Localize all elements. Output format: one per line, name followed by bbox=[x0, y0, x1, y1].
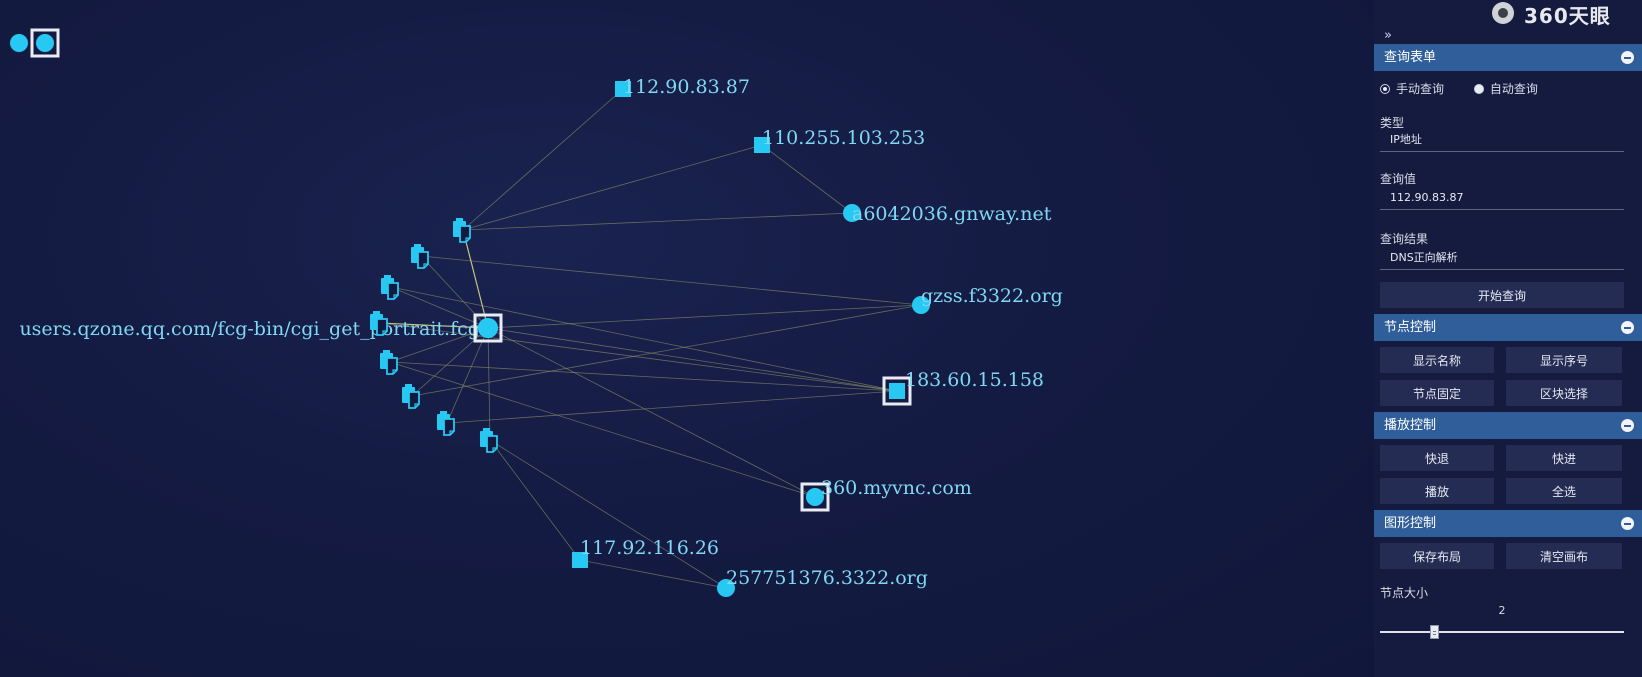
graph-node-ip3[interactable] bbox=[882, 376, 912, 406]
collapse-minus-icon[interactable] bbox=[1621, 51, 1634, 64]
show-index-button[interactable]: 显示序号 bbox=[1506, 347, 1622, 373]
query-value-label: 查询值 bbox=[1380, 172, 1417, 186]
graph-edge bbox=[487, 327, 816, 498]
graph-edge bbox=[462, 229, 489, 329]
file-icon[interactable] bbox=[380, 350, 398, 375]
file-icon[interactable] bbox=[437, 411, 455, 436]
query-value-input[interactable]: 112.90.83.87 bbox=[1380, 186, 1624, 210]
file-icon[interactable] bbox=[411, 244, 429, 269]
graph-edge bbox=[390, 286, 898, 392]
node-label[interactable]: 183.60.15.158 bbox=[905, 369, 1044, 391]
360-logo-icon bbox=[1492, 2, 1514, 24]
graph-edge bbox=[487, 304, 922, 329]
graph-edge bbox=[389, 327, 489, 363]
graph-edge bbox=[761, 144, 853, 214]
graph-edge bbox=[411, 304, 922, 397]
graphics-control-title: 图形控制 bbox=[1384, 516, 1437, 531]
graph-edge bbox=[389, 361, 816, 498]
type-field[interactable]: IP地址 bbox=[1380, 128, 1624, 152]
graph-edge bbox=[389, 361, 898, 392]
rewind-button[interactable]: 快退 bbox=[1380, 445, 1494, 471]
node-label[interactable]: 117.92.116.26 bbox=[580, 537, 719, 559]
node-size-slider[interactable] bbox=[1380, 625, 1624, 639]
file-icon[interactable] bbox=[453, 218, 471, 243]
playback-control-header[interactable]: 播放控制 bbox=[1374, 412, 1642, 439]
node-size-label: 节点大小 bbox=[1380, 586, 1429, 600]
graph-node-n1[interactable] bbox=[30, 28, 60, 58]
query-result-field[interactable]: DNS正向解析 bbox=[1380, 246, 1624, 270]
node-label[interactable]: users.qzone.qq.com/fcg-bin/cgi_get_portr… bbox=[19, 318, 486, 340]
graph-edge bbox=[462, 144, 763, 231]
graph-edge bbox=[487, 327, 491, 441]
show-name-button[interactable]: 显示名称 bbox=[1380, 347, 1494, 373]
graph-edge bbox=[462, 88, 624, 231]
brand-text: 360天眼 bbox=[1524, 4, 1611, 28]
graph-edge bbox=[446, 390, 898, 424]
graph-edge bbox=[446, 327, 489, 424]
node-control-title: 节点控制 bbox=[1384, 320, 1437, 335]
radio-unchecked-icon[interactable] bbox=[1473, 84, 1484, 94]
collapse-minus-icon[interactable] bbox=[1621, 517, 1634, 530]
node-label[interactable]: 360.myvnc.com bbox=[821, 477, 972, 499]
graph-edge bbox=[579, 559, 727, 589]
fast-forward-button[interactable]: 快进 bbox=[1506, 445, 1622, 471]
graph-edge bbox=[489, 439, 581, 561]
graph-node-d2[interactable] bbox=[912, 296, 930, 314]
node-label[interactable]: 110.255.103.253 bbox=[762, 127, 925, 149]
graphics-control-header[interactable]: 图形控制 bbox=[1374, 510, 1642, 537]
collapse-minus-icon[interactable] bbox=[1621, 419, 1634, 432]
graph-edge bbox=[487, 327, 898, 392]
node-control-header[interactable]: 节点控制 bbox=[1374, 314, 1642, 341]
query-form-title: 查询表单 bbox=[1384, 50, 1437, 65]
file-icon[interactable] bbox=[480, 428, 498, 453]
playback-control-title: 播放控制 bbox=[1384, 418, 1437, 433]
graph-node-n0[interactable] bbox=[10, 34, 28, 52]
play-button[interactable]: 播放 bbox=[1380, 478, 1494, 504]
save-layout-button[interactable]: 保存布局 bbox=[1380, 543, 1494, 569]
node-label[interactable]: 257751376.3322.org bbox=[726, 567, 928, 589]
file-icon[interactable] bbox=[402, 384, 420, 409]
control-panel: 360天眼 » 查询表单 手动查询 自动查询 类型 IP地址 查询值 112.9… bbox=[1374, 0, 1642, 677]
graph-node-ip4[interactable] bbox=[572, 552, 588, 568]
graph-node-d1[interactable] bbox=[843, 204, 861, 222]
collapse-minus-icon[interactable] bbox=[1621, 321, 1634, 334]
slider-handle[interactable] bbox=[1430, 625, 1439, 639]
graph-node-d4[interactable] bbox=[717, 579, 735, 597]
radio-checked-icon[interactable] bbox=[1380, 84, 1390, 94]
node-label[interactable]: gzss.f3322.org bbox=[921, 285, 1063, 307]
node-label[interactable]: 112.90.83.87 bbox=[623, 76, 750, 98]
radio-manual-query[interactable]: 手动查询 bbox=[1380, 80, 1444, 97]
clear-canvas-button[interactable]: 清空画布 bbox=[1506, 543, 1622, 569]
graph-node-ip2[interactable] bbox=[754, 137, 770, 153]
graph-edge bbox=[462, 212, 853, 231]
radio-auto-label: 自动查询 bbox=[1489, 82, 1538, 96]
query-mode-group: 手动查询 自动查询 bbox=[1380, 80, 1564, 97]
fix-node-button[interactable]: 节点固定 bbox=[1380, 380, 1494, 406]
radio-manual-label: 手动查询 bbox=[1396, 82, 1445, 96]
node-label[interactable]: a6042036.gnway.net bbox=[852, 203, 1052, 225]
graph-svg[interactable]: 112.90.83.87 110.255.103.253 a6042036.gnwa… bbox=[0, 0, 1374, 677]
start-query-button[interactable]: 开始查询 bbox=[1380, 282, 1624, 308]
graph-edge bbox=[390, 286, 489, 329]
hub-node-overlay[interactable] bbox=[473, 313, 503, 343]
graph-canvas[interactable]: 112.90.83.87 110.255.103.253 a6042036.gnwa… bbox=[0, 0, 1374, 677]
file-icon[interactable] bbox=[370, 311, 388, 336]
radio-auto-query[interactable]: 自动查询 bbox=[1473, 80, 1538, 97]
graph-node-ip1[interactable] bbox=[615, 81, 631, 97]
query-form-header[interactable]: 查询表单 bbox=[1374, 44, 1642, 71]
query-result-label: 查询结果 bbox=[1380, 232, 1429, 246]
brand: 360天眼 bbox=[1492, 0, 1642, 28]
file-icon[interactable] bbox=[381, 275, 399, 300]
graph-node-d3[interactable] bbox=[800, 482, 830, 512]
select-all-button[interactable]: 全选 bbox=[1506, 478, 1622, 504]
double-chevron-right-icon[interactable]: » bbox=[1384, 28, 1392, 43]
graph-edge bbox=[379, 322, 898, 392]
graph-edge bbox=[489, 439, 727, 589]
block-select-button[interactable]: 区块选择 bbox=[1506, 380, 1622, 406]
type-label: 类型 bbox=[1380, 116, 1405, 130]
graph-edge bbox=[379, 322, 489, 329]
graph-edge bbox=[420, 255, 922, 306]
node-size-value: 2 bbox=[1498, 604, 1506, 617]
